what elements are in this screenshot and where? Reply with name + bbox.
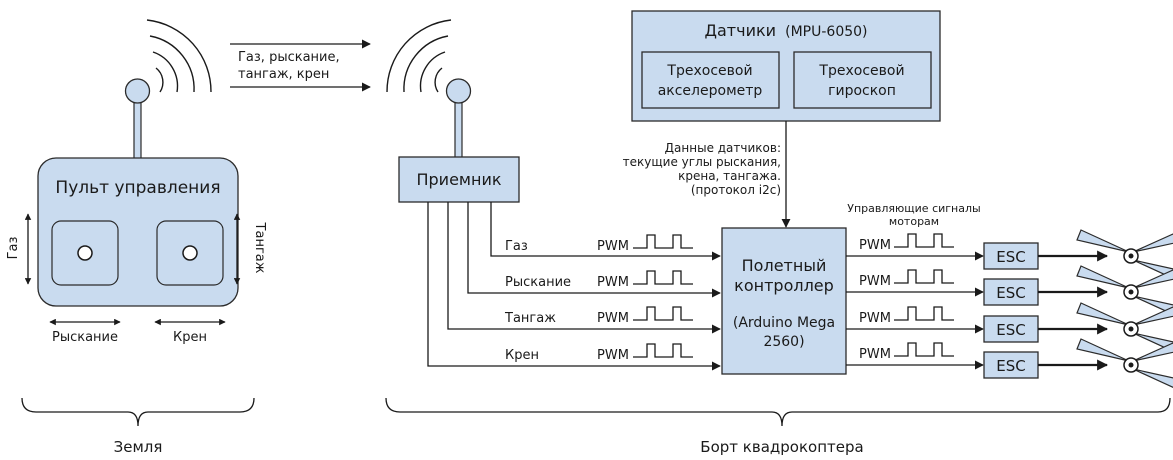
gyro-line2: гироскоп [828,83,896,99]
controller-line3: (Arduino Mega [733,315,835,331]
pwm-label-in-3: PWM [597,311,629,326]
receiver-label: Приемник [416,170,501,189]
esc-1: ESC [983,242,1039,270]
sensors-title: Датчики (MPU-6050) [704,21,867,40]
esc-label-1: ESC [996,248,1025,266]
propeller-icon-4 [1076,338,1173,388]
esc-motor-arrows [1038,250,1109,371]
ground-label: Земля [114,438,163,456]
right-joystick[interactable] [156,220,224,286]
gyroscope-box [793,51,932,109]
pwm-label-in-4: PWM [597,348,629,363]
pwm-pulse-out-3 [894,306,954,321]
remote-radio-waves-icon [146,19,212,93]
sensor-data-line2: текущие углы рыскания, [623,155,781,169]
ground-brace [21,397,255,427]
pwm-pulse-in-3 [633,306,693,321]
link-label-line1: Газ, рыскание, [238,50,340,65]
accelerometer-box [641,51,780,109]
sensor-data-line3: крена, тангажа. [678,169,781,183]
roll-label: Крен [173,330,207,345]
motor-signals-line2: моторам [889,215,939,228]
pwm-outputs: PWM PWM PWM PWM [859,233,954,362]
pwm-label-out-1: PWM [859,238,891,253]
channel-label-roll: Крен [505,348,539,363]
channel-label-yaw: Рыскание [505,275,571,290]
channel-label-pitch: Тангаж [504,311,556,326]
pwm-inputs: PWM PWM PWM PWM [597,234,693,363]
pwm-label-out-2: PWM [859,274,891,289]
remote-title: Пульт управления [55,178,220,198]
accel-line1: Трехосевой [666,63,752,79]
pwm-pulse-out-2 [894,269,954,284]
remote-antenna [124,78,151,161]
pwm-label-out-4: PWM [859,347,891,362]
propeller-icon-3 [1076,302,1173,352]
esc-label-3: ESC [996,321,1025,339]
yaw-label: Рыскание [52,330,118,345]
throttle-label: Газ [6,237,21,260]
link-label-line2: тангаж, крен [238,67,329,82]
sensor-data-line4: (протокол i2c) [691,183,781,197]
receiver-box [398,156,520,203]
pwm-pulse-in-4 [633,343,693,358]
board-brace [385,397,1171,427]
pwm-pulse-out-4 [894,342,954,357]
receiver-radio-waves-icon [386,19,452,93]
accel-line2: акселерометр [658,83,763,99]
pwm-pulse-out-1 [894,233,954,248]
pwm-label-out-3: PWM [859,311,891,326]
controller-line4: 2560) [763,334,804,350]
pwm-pulse-in-2 [633,270,693,285]
propeller-icon-2 [1076,265,1173,315]
sensors-title-text: Датчики [704,21,776,40]
gyro-line1: Трехосевой [818,63,904,79]
controller-line2: контроллер [734,276,834,295]
pitch-label: Тангаж [252,222,267,274]
pwm-label-in-2: PWM [597,275,629,290]
esc-label-4: ESC [996,357,1025,375]
left-joystick[interactable] [51,220,119,286]
pwm-pulse-in-1 [633,234,693,249]
receiver-antenna [445,78,472,159]
sensors-model: (MPU-6050) [785,24,867,40]
pwm-label-in-1: PWM [597,239,629,254]
sensor-data-line1: Данные датчиков: [665,141,781,155]
esc-label-2: ESC [996,284,1025,302]
esc-3: ESC [983,315,1039,343]
controller-line1: Полетный [742,256,827,275]
esc-4: ESC [983,351,1039,379]
receiver-channel-wires [427,202,721,371]
channel-label-throttle: Газ [505,239,528,254]
esc-2: ESC [983,278,1039,306]
board-label: Борт квадрокоптера [700,438,863,456]
controller-output-wires [846,251,984,370]
propeller-icon-1 [1076,229,1173,279]
motor-signals-line1: Управляющие сигналы [847,202,980,215]
flight-controller-box [721,227,847,375]
